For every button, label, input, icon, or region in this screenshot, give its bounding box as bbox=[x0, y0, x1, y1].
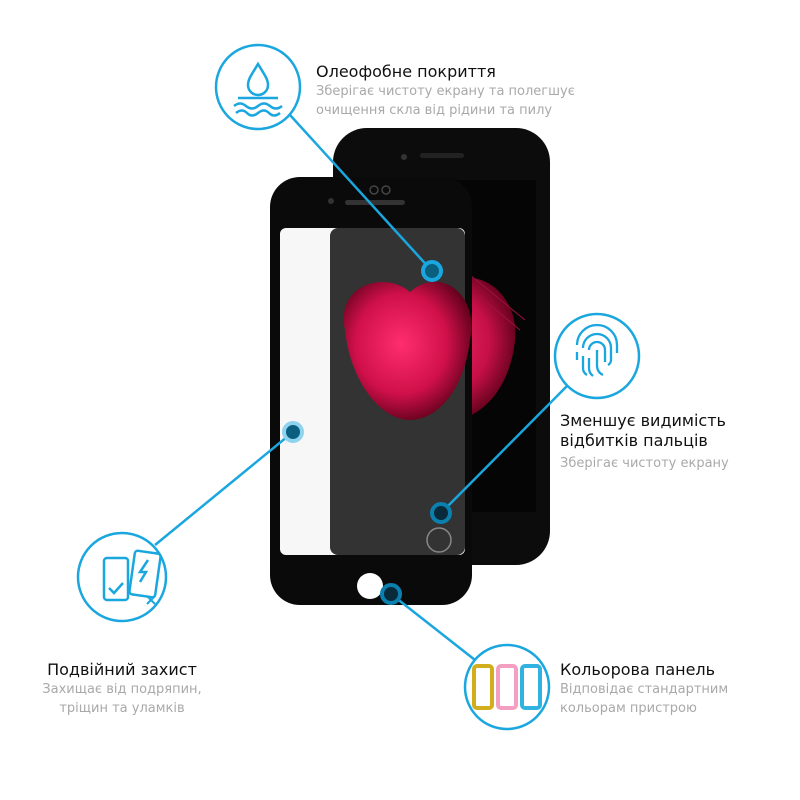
color-panels-icon bbox=[463, 643, 551, 731]
feature-desc: Відповідає стандартним bbox=[560, 682, 729, 697]
feature-desc: кольорам пристрою bbox=[560, 701, 697, 716]
callout-dots bbox=[282, 260, 452, 605]
double-protection-icon bbox=[76, 531, 168, 623]
water-drop-icon bbox=[214, 43, 302, 131]
feature-desc: очищення скла від рідини та пилу bbox=[316, 103, 553, 118]
feature-oleophobic: Олеофобне покриття Зберігає чистоту екра… bbox=[316, 62, 575, 120]
feature-title: Зменшує видимість bbox=[560, 411, 726, 430]
fingerprint-icon bbox=[553, 312, 641, 400]
feature-title: Подвійний захист bbox=[47, 660, 197, 679]
feature-desc: Зберігає чистоту екрану bbox=[560, 456, 729, 471]
feature-fingerprint: Зменшує видимість відбитків пальців Збер… bbox=[560, 411, 729, 473]
feature-desc: Захищає від подряпин, bbox=[42, 682, 202, 697]
feature-double-protection: Подвійний захист Захищає від подряпин, т… bbox=[42, 660, 202, 718]
feature-title: Олеофобне покриття bbox=[316, 62, 496, 81]
callout-lines bbox=[154, 114, 569, 661]
feature-desc: Зберігає чистоту екрану та полегшує bbox=[316, 84, 575, 99]
feature-desc: тріщин та уламків bbox=[59, 701, 185, 716]
feature-color-panel: Кольорова панель Відповідає стандартним … bbox=[560, 660, 728, 718]
feature-title: відбитків пальців bbox=[560, 431, 708, 450]
feature-title: Кольорова панель bbox=[560, 660, 716, 679]
front-glass bbox=[270, 177, 472, 605]
